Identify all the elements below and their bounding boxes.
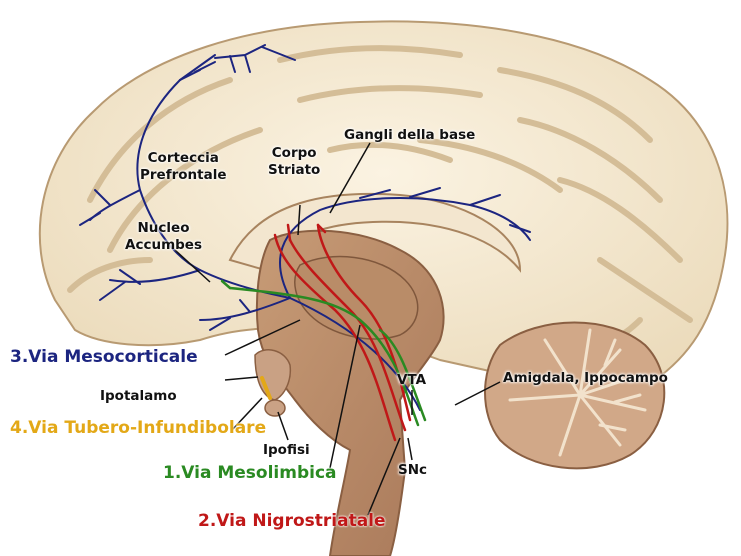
hypothalamus [255,350,290,400]
nucleus-accumbens-label: Nucleo Accumbes [125,220,202,254]
vta-label: VTA [397,372,426,389]
hypothalamus-label: Ipotalamo [100,388,177,405]
tuberoinfundibular-label: 4.Via Tubero-Infundibolare [10,418,266,438]
snc-label: SNc [398,462,427,479]
amygdala-hippocampus-label: Amigdala, Ippocampo [503,370,668,387]
nigrostriatal-label: 2.Via Nigrostriatale [198,511,386,531]
prefrontal-cortex-label: Corteccia Prefrontale [140,150,226,184]
mesolimbic-label: 1.Via Mesolimbica [163,463,337,483]
pituitary-label: Ipofisi [263,442,310,459]
mesocortical-label: 3.Via Mesocorticale [10,347,198,367]
pituitary [265,400,285,416]
corpus-striatum-label: Corpo Striato [268,145,320,179]
basal-ganglia-label: Gangli della base [344,127,475,144]
